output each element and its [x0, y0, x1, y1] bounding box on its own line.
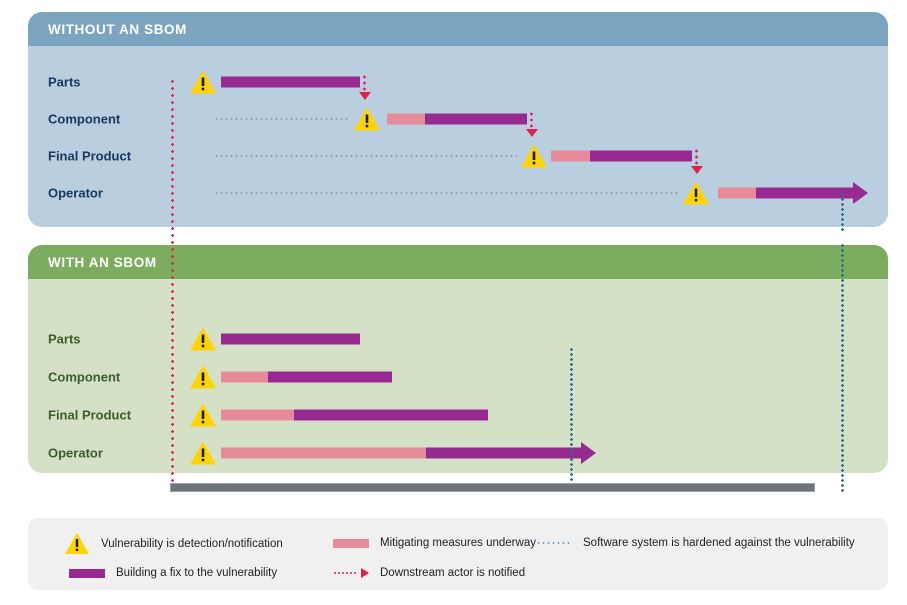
bar-building-fix — [221, 76, 360, 88]
notify-arrowhead-final-product — [526, 129, 538, 137]
arrowhead-icon — [853, 182, 868, 204]
panel-with-sbom: WITH AN SBOM Parts Component — [28, 245, 888, 473]
bar-mitigating — [718, 187, 756, 199]
bar-building-fix — [425, 113, 527, 125]
row-label-final-product: Final Product — [48, 148, 132, 164]
legend-label: Software system is hardened against the … — [583, 537, 855, 549]
legend-label: Building a fix to the vulnerability — [116, 567, 278, 579]
panel-without-sbom-title: WITHOUT AN SBOM — [48, 21, 187, 37]
bar-building-fix — [268, 371, 392, 383]
row-component-without: Component — [28, 105, 888, 133]
warning-triangle-icon — [353, 107, 381, 132]
warning-triangle-icon — [682, 181, 710, 206]
bar-mitigating — [551, 150, 590, 162]
panel-without-sbom-header: WITHOUT AN SBOM — [28, 12, 888, 46]
legend-item-downstream-notified: Downstream actor is notified — [333, 567, 525, 579]
warning-triangle-icon — [64, 532, 90, 555]
arrowhead-icon — [581, 442, 596, 464]
row-component-with: Component — [28, 363, 888, 391]
row-label-operator: Operator — [48, 445, 103, 461]
legend-item-mitigating-measures: Mitigating measures underway — [333, 537, 536, 549]
notify-line-parts-to-component — [363, 74, 366, 92]
row-final-product-with: Final Product — [28, 401, 888, 429]
panel-with-sbom-title: WITH AN SBOM — [48, 254, 157, 270]
row-label-operator: Operator — [48, 185, 103, 201]
notify-line-final-to-operator — [695, 148, 698, 166]
pink-bar-icon — [333, 538, 369, 548]
legend-label: Mitigating measures underway — [380, 537, 536, 549]
bar-building-fix — [294, 409, 488, 421]
vulnerability-detection-time-line — [171, 78, 174, 484]
hardened-line-without-sbom — [841, 192, 844, 232]
warning-triangle-icon — [189, 441, 217, 466]
warning-triangle-icon — [189, 327, 217, 352]
panel-without-sbom-body: Parts Component — [28, 46, 888, 227]
panel-without-sbom: WITHOUT AN SBOM Parts Component — [28, 12, 888, 227]
row-parts-with: Parts — [28, 325, 888, 353]
notify-line-component-to-final — [530, 111, 533, 129]
legend-item-software-hardened: Software system is hardened against the … — [536, 537, 855, 549]
row-label-parts: Parts — [48, 74, 81, 90]
blue-dotted-line-icon — [536, 542, 572, 544]
idle-dotted-line-component — [214, 118, 350, 120]
warning-triangle-icon — [520, 144, 548, 169]
row-operator-without: Operator — [28, 179, 888, 207]
legend: Vulnerability is detection/notification … — [28, 518, 888, 590]
notify-arrowhead-component — [359, 92, 371, 100]
bar-mitigating — [221, 409, 294, 421]
row-label-component: Component — [48, 111, 121, 127]
row-final-product-without: Final Product — [28, 142, 888, 170]
row-operator-with: Operator — [28, 439, 888, 467]
idle-dotted-line-final-product — [214, 155, 517, 157]
notify-arrowhead-operator — [691, 166, 703, 174]
warning-triangle-icon — [189, 70, 217, 95]
panel-with-sbom-body: Parts Component — [28, 279, 888, 473]
bar-mitigating — [221, 371, 268, 383]
legend-label: Vulnerability is detection/notification — [101, 537, 283, 550]
legend-item-vulnerability-detection: Vulnerability is detection/notification — [64, 532, 283, 555]
row-label-parts: Parts — [48, 331, 81, 347]
hardened-line-with-sbom — [570, 347, 573, 492]
warning-triangle-icon — [189, 403, 217, 428]
timeline-baseline — [170, 483, 815, 492]
bar-mitigating — [221, 447, 426, 459]
panel-with-sbom-header: WITH AN SBOM — [28, 245, 888, 279]
row-label-final-product: Final Product — [48, 407, 132, 423]
bar-building-fix — [590, 150, 692, 162]
legend-label: Downstream actor is notified — [380, 567, 526, 579]
bar-building-fix-arrow — [756, 187, 853, 199]
bar-building-fix — [221, 333, 360, 345]
warning-triangle-icon — [189, 365, 217, 390]
bar-mitigating — [387, 113, 425, 125]
legend-item-building-fix: Building a fix to the vulnerability — [69, 567, 277, 579]
idle-dotted-line-operator — [214, 192, 679, 194]
row-parts-without: Parts — [28, 68, 888, 96]
row-label-component: Component — [48, 369, 121, 385]
hardened-line-with-sbom-end — [841, 243, 844, 492]
bar-building-fix-arrow — [426, 447, 581, 459]
purple-bar-icon — [69, 568, 105, 578]
red-dotted-arrow-icon — [333, 568, 369, 578]
